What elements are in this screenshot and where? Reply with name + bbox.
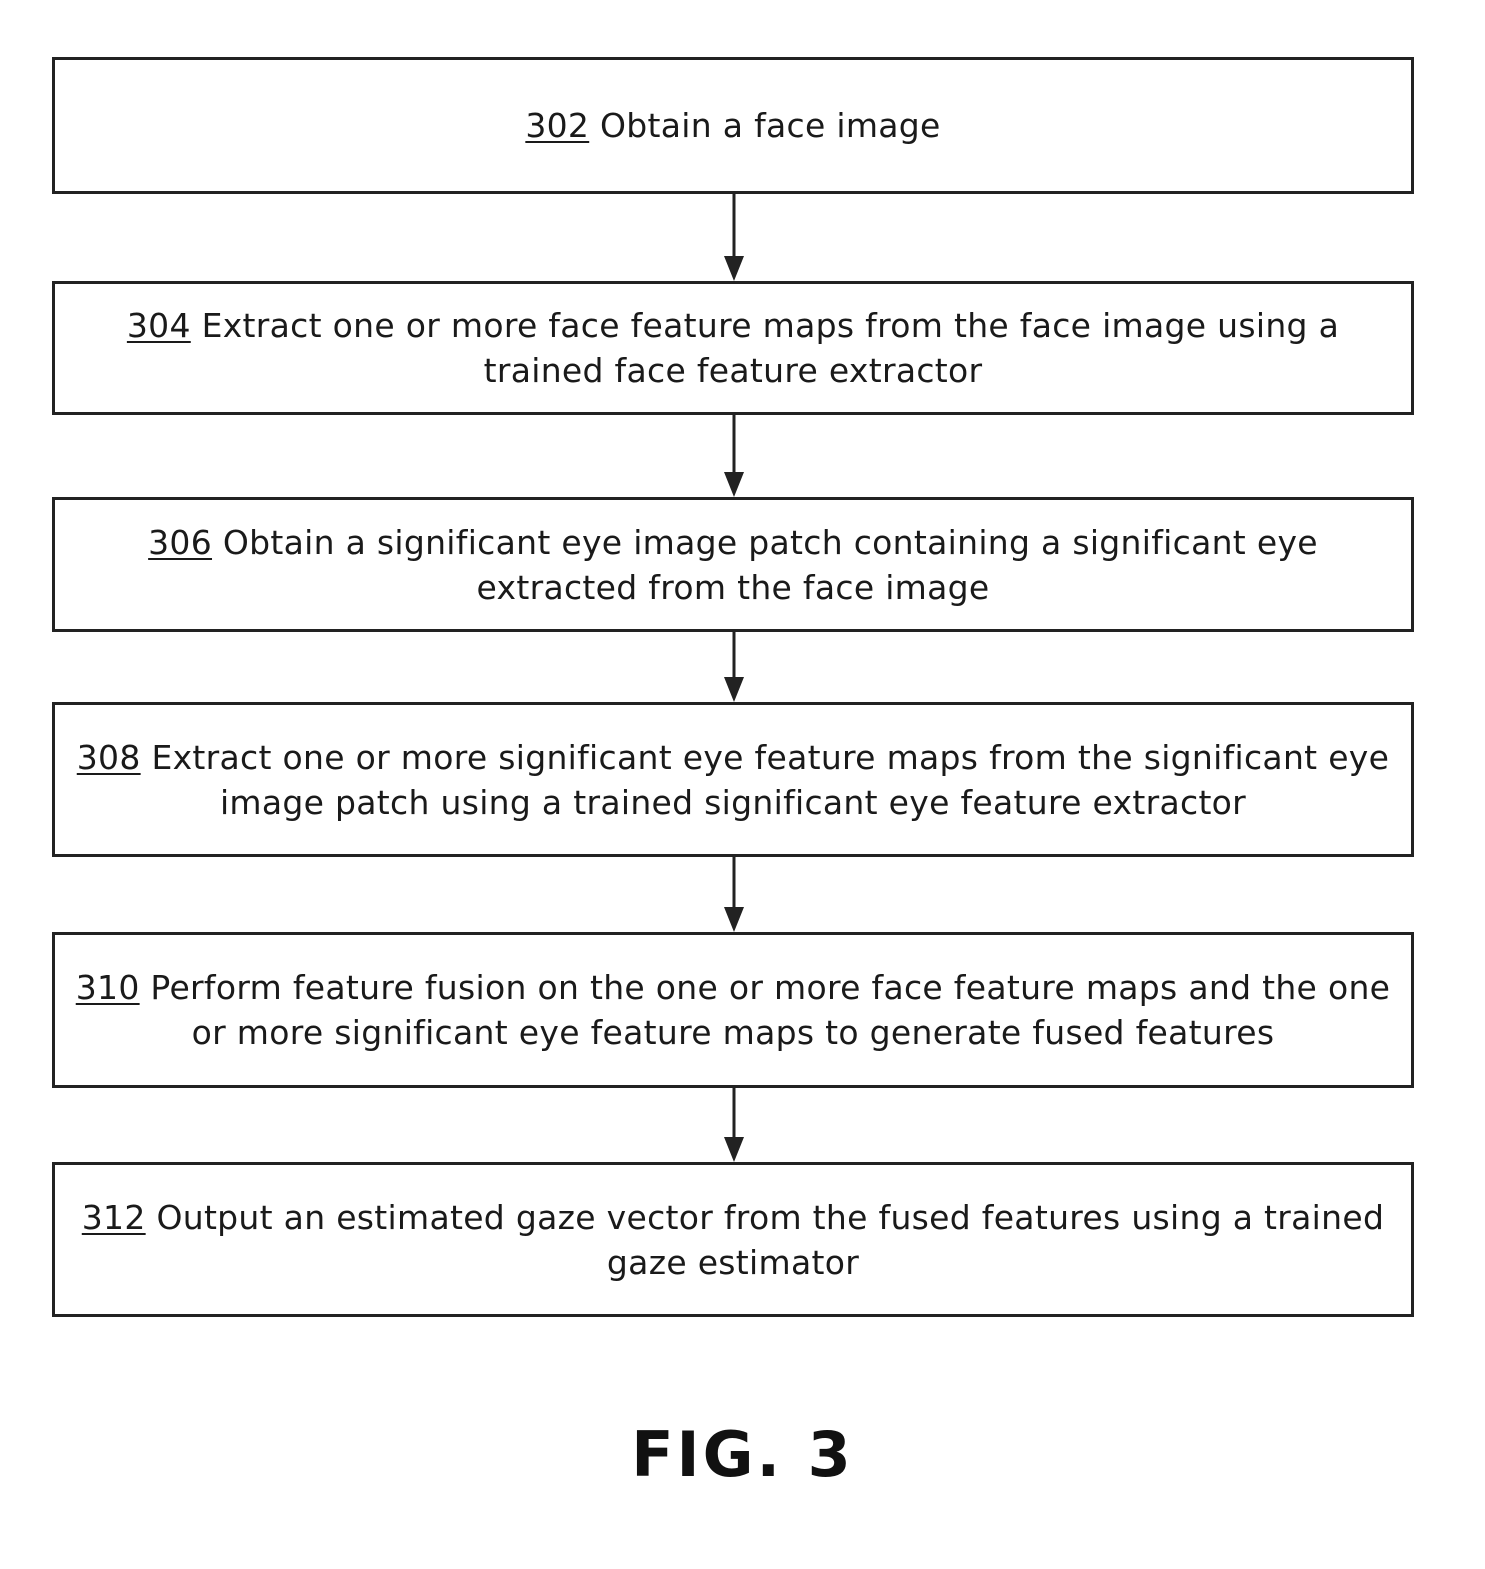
step-310-text: 310 Perform feature fusion on the one or… <box>69 965 1397 1055</box>
figure-label: FIG. 3 <box>631 1418 854 1491</box>
arrow-302-to-304 <box>722 194 746 281</box>
arrow-304-to-306 <box>722 415 746 497</box>
step-302-ref: 302 <box>525 106 590 145</box>
step-302-box: 302 Obtain a face image <box>52 57 1414 194</box>
step-312-label: Output an estimated gaze vector from the… <box>156 1197 1385 1282</box>
step-304-ref: 304 <box>126 306 191 345</box>
step-304-box: 304 Extract one or more face feature map… <box>52 281 1414 415</box>
step-308-label: Extract one or more significant eye feat… <box>151 737 1390 822</box>
step-302-text: 302 Obtain a face image <box>525 103 940 148</box>
step-306-text: 306 Obtain a significant eye image patch… <box>69 520 1397 610</box>
step-306-box: 306 Obtain a significant eye image patch… <box>52 497 1414 632</box>
step-308-text: 308 Extract one or more significant eye … <box>69 735 1397 825</box>
step-302-label: Obtain a face image <box>600 106 941 145</box>
step-308-ref: 308 <box>76 737 141 777</box>
step-304-label: Extract one or more face feature maps fr… <box>201 306 1340 390</box>
arrow-308-to-310 <box>722 857 746 932</box>
step-310-ref: 310 <box>75 968 140 1007</box>
step-312-text: 312 Output an estimated gaze vector from… <box>69 1195 1397 1285</box>
arrow-306-to-308 <box>722 632 746 702</box>
step-310-box: 310 Perform feature fusion on the one or… <box>52 932 1414 1088</box>
step-308-box: 308 Extract one or more significant eye … <box>52 702 1414 857</box>
step-312-box: 312 Output an estimated gaze vector from… <box>52 1162 1414 1317</box>
step-304-text: 304 Extract one or more face feature map… <box>69 303 1397 393</box>
arrow-310-to-312 <box>722 1088 746 1162</box>
step-306-label: Obtain a significant eye image patch con… <box>222 522 1318 607</box>
step-310-label: Perform feature fusion on the one or mor… <box>150 968 1391 1052</box>
step-312-ref: 312 <box>81 1197 146 1237</box>
step-306-ref: 306 <box>148 522 213 562</box>
